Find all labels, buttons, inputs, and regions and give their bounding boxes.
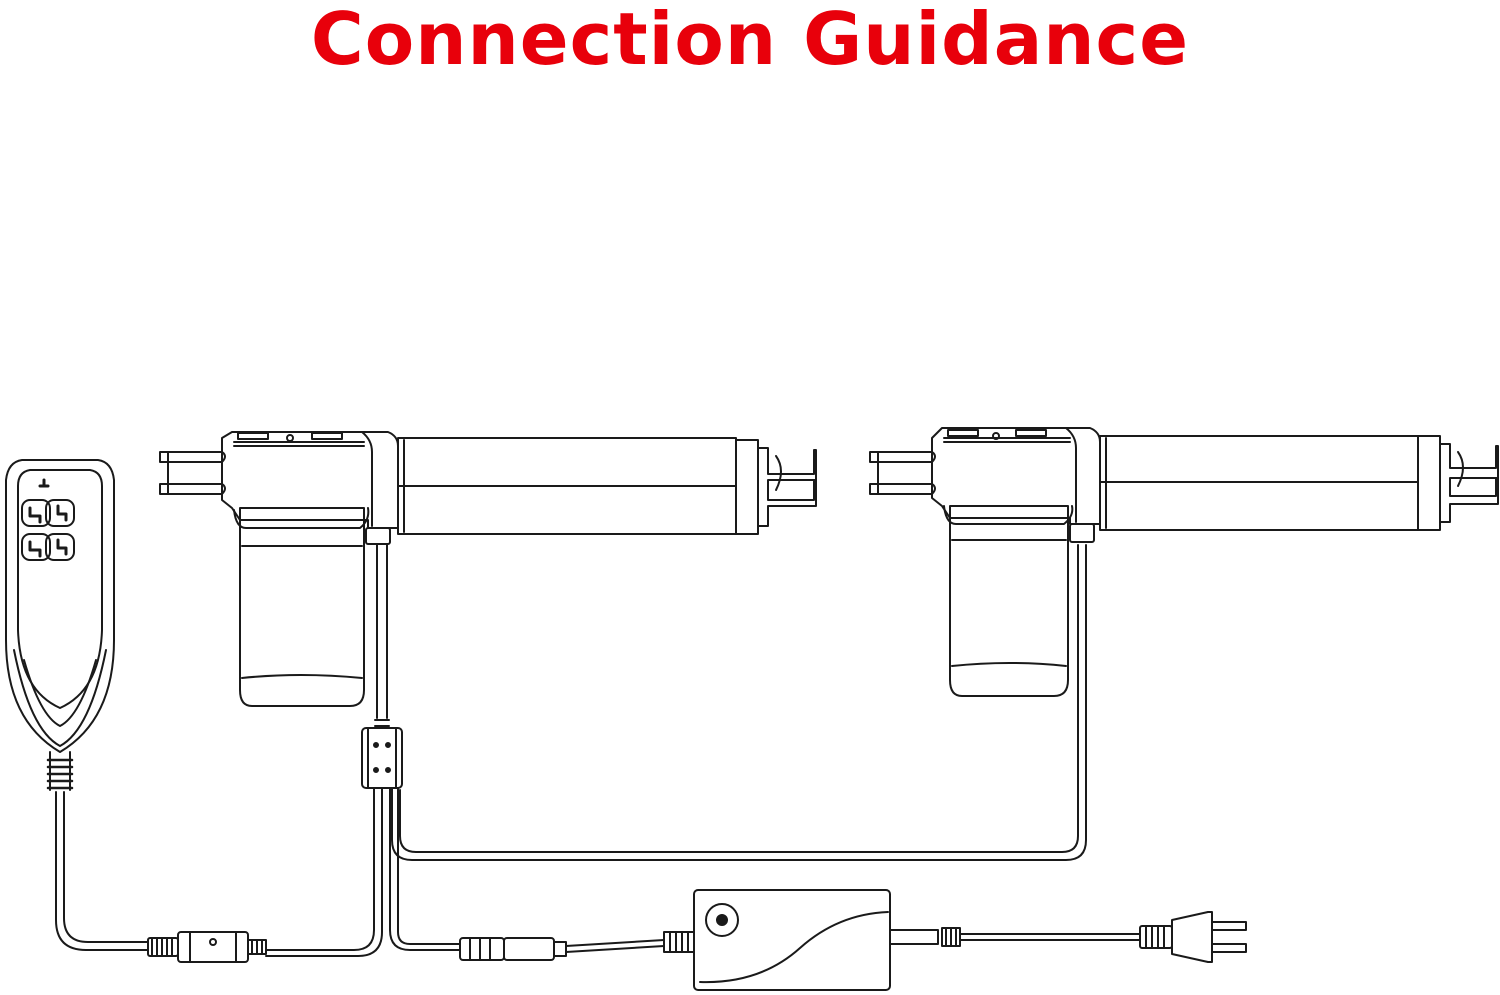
up-button-left[interactable] bbox=[22, 500, 50, 526]
home-icon bbox=[40, 480, 48, 486]
actuator1-cable bbox=[377, 545, 387, 718]
actuator-right[interactable] bbox=[870, 428, 1498, 696]
adapter-wave-detail bbox=[700, 912, 888, 982]
ac-plug[interactable] bbox=[1140, 912, 1246, 962]
controller-cable bbox=[56, 792, 148, 950]
cable-strain-relief bbox=[48, 752, 72, 790]
hand-controller-grip bbox=[14, 650, 106, 746]
hand-controller[interactable] bbox=[6, 460, 114, 790]
plug-prong-bottom bbox=[1212, 944, 1246, 952]
motor bbox=[240, 508, 364, 706]
power-adapter[interactable] bbox=[664, 890, 960, 990]
front-clevis bbox=[1440, 444, 1498, 522]
rear-clevis bbox=[870, 452, 935, 494]
splitter-leg-left bbox=[266, 788, 382, 956]
hand-controller-grip-inner bbox=[24, 660, 96, 726]
ac-cable bbox=[960, 934, 1140, 940]
page-title: Connection Guidance bbox=[310, 0, 1190, 81]
tube-collar bbox=[736, 440, 758, 534]
arrow-icon bbox=[30, 506, 66, 556]
down-button-left[interactable] bbox=[22, 534, 50, 560]
hand-controller-body bbox=[6, 460, 114, 752]
dc-cable bbox=[566, 940, 664, 952]
strain-relief-top bbox=[375, 720, 389, 726]
up-button-right[interactable] bbox=[46, 500, 74, 526]
rear-clevis bbox=[160, 452, 225, 494]
hand-controller-face bbox=[18, 470, 102, 708]
down-button-right[interactable] bbox=[46, 534, 74, 560]
y-splitter-box[interactable] bbox=[362, 728, 402, 788]
controller-connector[interactable] bbox=[148, 932, 266, 962]
motor bbox=[950, 506, 1068, 696]
actuator-left[interactable] bbox=[160, 432, 816, 706]
front-clevis bbox=[758, 448, 816, 526]
ac-strain-relief bbox=[890, 928, 960, 946]
actuator2-extension-cable bbox=[392, 545, 1086, 860]
splitter-leg-power bbox=[390, 788, 460, 950]
inline-connector[interactable] bbox=[460, 938, 566, 960]
power-led-icon bbox=[706, 904, 738, 936]
plug-prong-top bbox=[1212, 922, 1246, 930]
dc-strain-relief bbox=[664, 932, 694, 952]
tube-collar bbox=[1418, 436, 1440, 530]
